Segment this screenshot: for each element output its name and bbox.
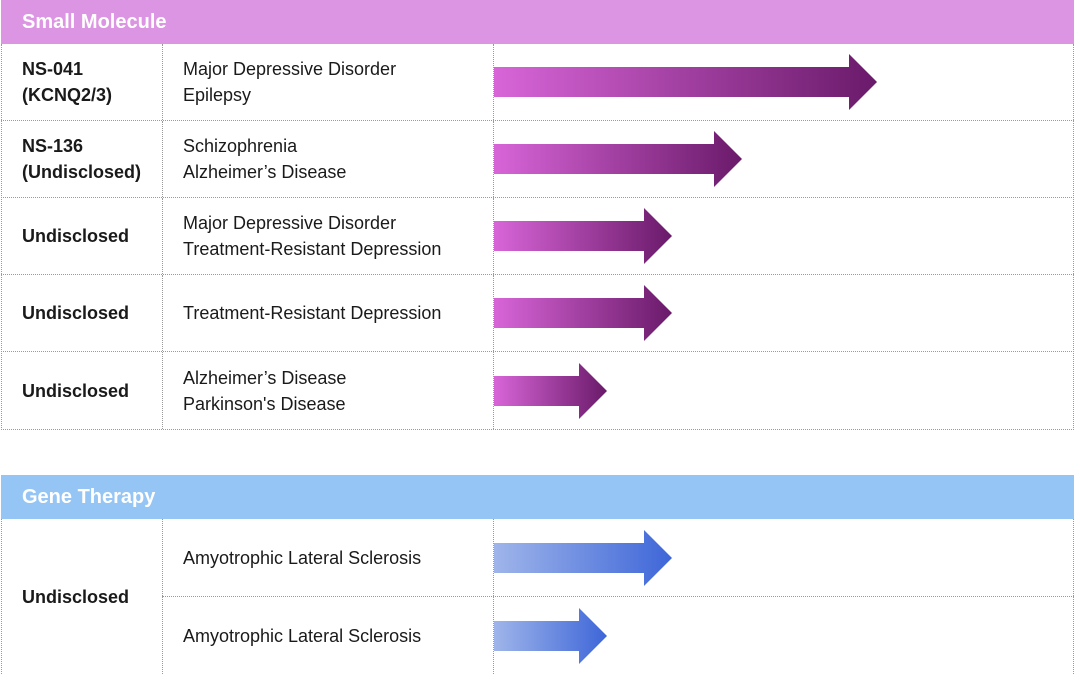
section-title: Gene Therapy <box>22 485 156 508</box>
table-row: Amyotrophic Lateral Sclerosis <box>162 519 1074 597</box>
pipeline-progress-arrow <box>494 54 877 110</box>
indication-list: Treatment-Resistant Depression <box>183 303 442 323</box>
program-name: Undisclosed <box>22 380 130 401</box>
small-molecule-table: NS-041(KCNQ2/3) Major Depressive Disorde… <box>1 44 1074 430</box>
arrow-shape <box>494 208 672 264</box>
pipeline-progress-arrow <box>494 363 607 419</box>
pipeline-progress-arrow <box>494 208 672 264</box>
section-header-gene-therapy: Gene Therapy <box>1 475 1074 519</box>
arrow-shape <box>494 54 877 110</box>
program-name: Undisclosed <box>22 586 130 607</box>
program-name: Undisclosed <box>22 303 130 323</box>
arrow-shape <box>494 608 607 664</box>
indication-list: Amyotrophic Lateral Sclerosis <box>183 547 422 568</box>
table-row: Undisclosed Treatment-Resistant Depressi… <box>1 275 1074 352</box>
section-title: Small Molecule <box>22 10 167 33</box>
pipeline-progress-arrow <box>494 608 607 664</box>
indication-list: Amyotrophic Lateral Sclerosis <box>183 625 422 646</box>
pipeline-progress-arrow <box>494 530 672 586</box>
table-row: Amyotrophic Lateral Sclerosis <box>162 597 1074 674</box>
program-name: NS-136(Undisclosed) <box>22 136 142 182</box>
gene-therapy-table: Undisclosed Amyotrophic Lateral Sclerosi… <box>1 519 1074 674</box>
arrow-shape <box>494 285 672 341</box>
section-header-small-molecule: Small Molecule <box>1 0 1074 44</box>
program-name: NS-041(KCNQ2/3) <box>22 59 113 105</box>
program-name: Undisclosed <box>22 226 130 246</box>
pipeline-progress-arrow <box>494 131 742 187</box>
arrow-shape <box>494 131 742 187</box>
arrow-shape <box>494 363 607 419</box>
pipeline-progress-arrow <box>494 285 672 341</box>
arrow-shape <box>494 530 672 586</box>
table-row: NS-041(KCNQ2/3) Major Depressive Disorde… <box>1 44 1074 121</box>
